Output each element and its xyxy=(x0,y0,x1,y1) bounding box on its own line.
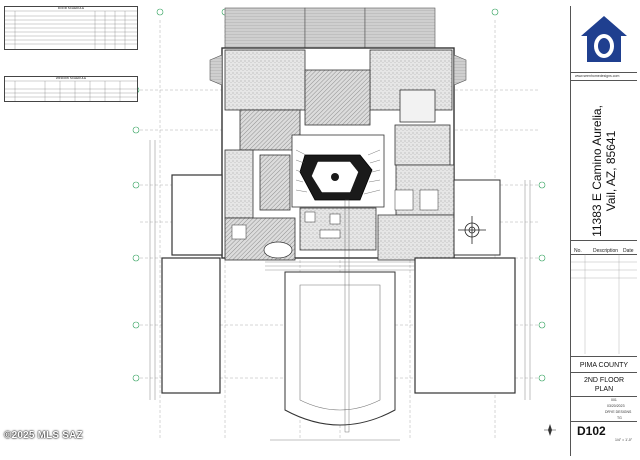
door-schedule-grid xyxy=(5,10,137,49)
drawn-by: DRYE DESIGNS xyxy=(605,410,632,414)
window-schedule-title: WINDOW SCHEDULE xyxy=(55,76,87,80)
address-block: 11383 E Camino Aurelia, Vail, AZ, 85641 xyxy=(577,86,631,256)
revision-description-header: Description xyxy=(593,248,619,254)
window-schedule: WINDOW SCHEDULE xyxy=(4,76,138,102)
revision-date-header: Date xyxy=(623,248,634,254)
website-text: www.seenhomedesigns.com xyxy=(575,74,620,78)
window-schedule-grid xyxy=(5,80,137,101)
scale-label: 1/4" = 1'-0" xyxy=(615,438,633,442)
title-block: www.seenhomedesigns.com 11383 E Camino A… xyxy=(570,6,637,456)
door-schedule: DOOR SCHEDULE xyxy=(4,6,138,50)
floor-plan-drawing xyxy=(132,7,556,441)
checked-by: TG xyxy=(617,416,622,420)
sheet-number: D102 xyxy=(577,424,606,438)
plan-title-line2: PLAN xyxy=(594,386,614,393)
address-line1: 11383 E Camino Aurelia, xyxy=(590,105,604,237)
sheet-date: 03/20/2023 xyxy=(607,404,625,408)
project-number: 001 xyxy=(611,398,617,402)
revision-table xyxy=(571,254,637,354)
plan-title: 2ND FLOOR PLAN xyxy=(573,376,635,394)
door-schedule-title: DOOR SCHEDULE xyxy=(57,6,85,10)
address-line2: Vail, AZ, 85641 xyxy=(604,130,618,212)
project-address: 11383 E Camino Aurelia, Vail, AZ, 85641 xyxy=(590,105,618,237)
revision-no-header: No. xyxy=(574,248,582,254)
plan-title-line1: 2ND FLOOR xyxy=(583,377,625,384)
logo xyxy=(575,10,633,68)
county-label: PIMA COUNTY xyxy=(579,362,629,369)
mls-watermark: ©2025 MLS SAZ xyxy=(4,430,83,441)
house-logo-icon xyxy=(581,16,627,62)
